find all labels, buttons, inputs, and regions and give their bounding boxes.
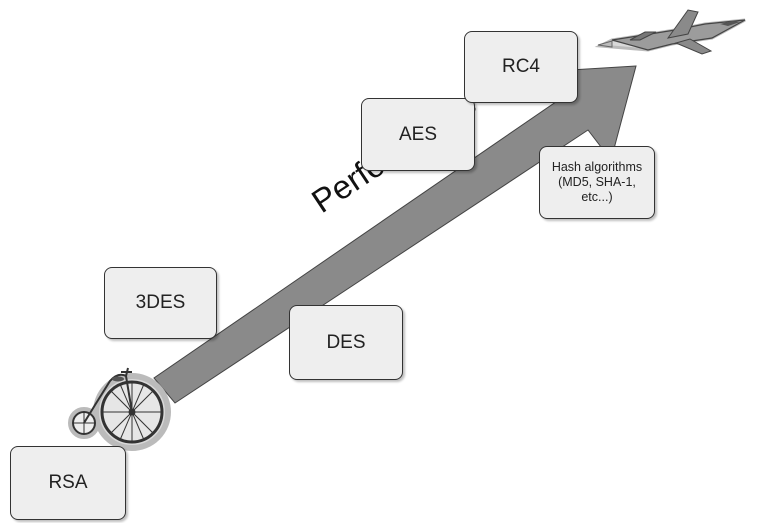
rsa-box: RSA (10, 446, 126, 520)
des-box: DES (289, 305, 403, 380)
3des-box: 3DES (104, 267, 217, 339)
aes-box: AES (361, 98, 475, 171)
rc4-box: RC4 (464, 31, 578, 103)
jet-icon (594, 9, 746, 55)
des-label: DES (326, 331, 366, 353)
bicycle-icon (68, 367, 171, 451)
rsa-label: RSA (48, 472, 88, 493)
hash-algorithms-label: Hash algorithms (MD5, SHA-1, etc...) (551, 160, 643, 204)
3des-label: 3DES (135, 292, 186, 313)
hash-algorithms-box: Hash algorithms (MD5, SHA-1, etc...) (539, 146, 655, 219)
aes-label: AES (398, 123, 438, 145)
rc4-label: RC4 (501, 56, 540, 77)
